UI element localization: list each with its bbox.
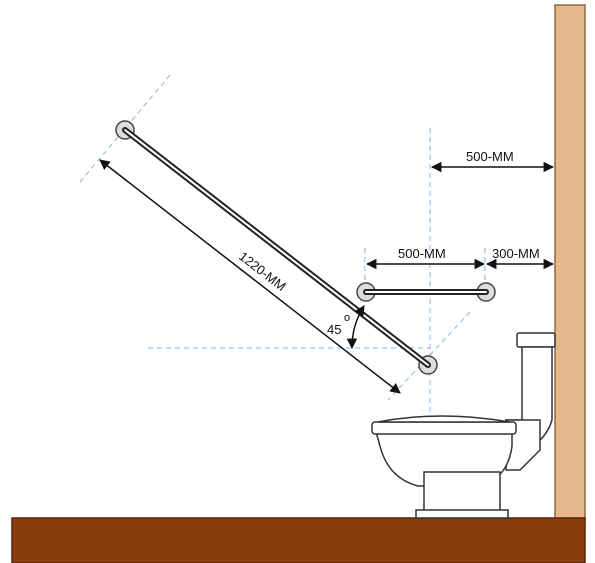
guide-lines [79,74,486,455]
guide-diagonal-bottom [387,311,471,401]
toilet-seat [371,421,517,435]
floor [11,517,586,563]
label-bar-to-wall: 300-MM [492,246,540,261]
label-horizontal-bar: 500-MM [398,246,446,261]
toilet [371,332,556,519]
toilet-tank-lid [516,332,556,348]
toilet-pedestal [423,471,501,513]
toilet-seat-top [377,415,511,423]
horizontal-grab-bar [356,282,496,302]
label-angle-value: 45 [327,322,341,337]
dimension-arrow-angled-bar [99,159,401,394]
toilet-base [415,509,509,519]
angle-arc [346,305,365,350]
angled-grab-bar [115,120,438,375]
label-top-gap: 500-MM [466,149,514,164]
label-angle-unit: o [344,312,350,324]
wall [554,4,586,521]
